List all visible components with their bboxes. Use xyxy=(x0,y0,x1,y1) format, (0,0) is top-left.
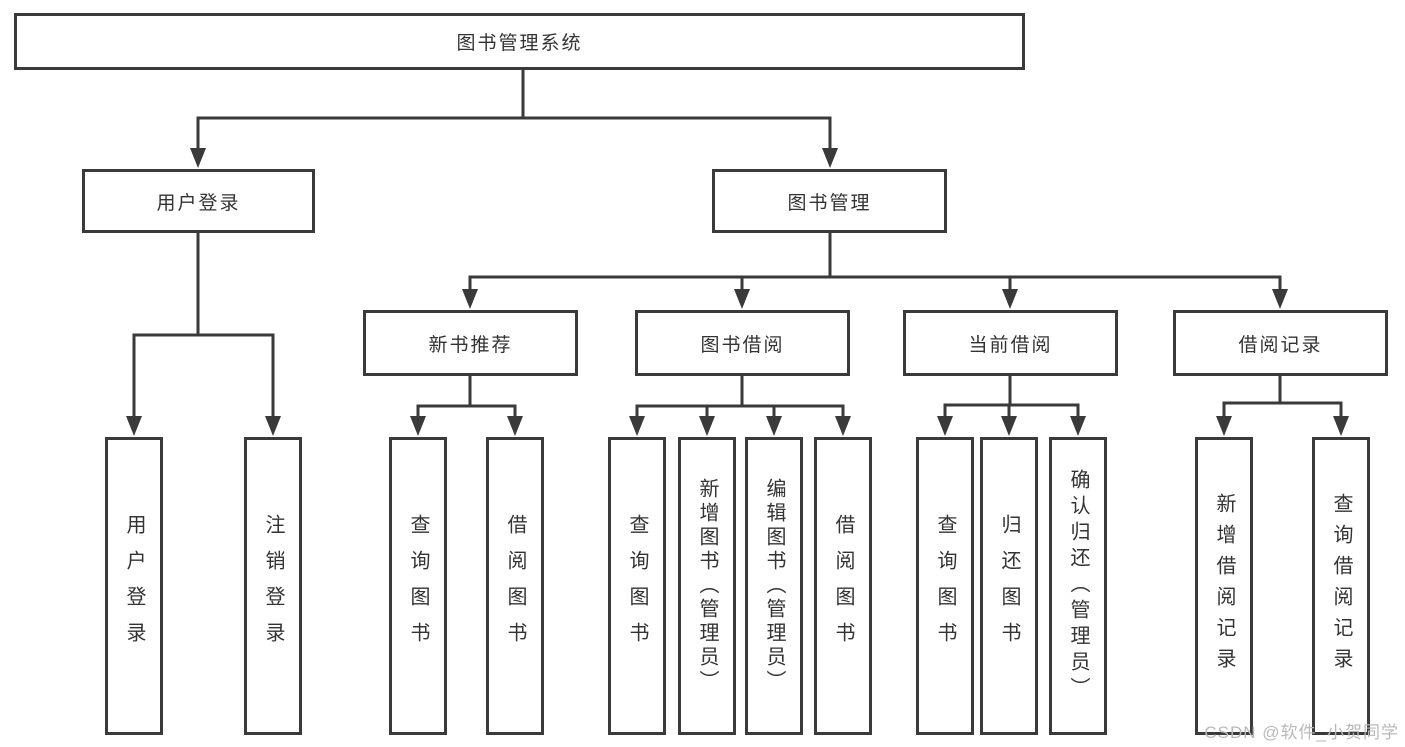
arrowhead xyxy=(265,416,281,436)
node-root-system: 图书管理系统 xyxy=(14,13,1025,70)
node-label: 归还图书 xyxy=(998,514,1020,658)
node-user-login-module: 用户登录 xyxy=(82,169,315,233)
node-label: 编辑图书（管理员） xyxy=(763,478,785,694)
node-label: 图书管理 xyxy=(787,192,872,214)
arrowhead xyxy=(699,416,715,436)
node-leaf-query-books-borrowing: 查询图书 xyxy=(608,437,666,735)
node-label: 查询图书 xyxy=(407,514,429,658)
arrowhead xyxy=(1070,416,1086,436)
node-label: 用户登录 xyxy=(123,514,145,658)
node-book-management-module: 图书管理 xyxy=(712,169,947,233)
csdn-watermark: CSDN @软件_小贺同学 xyxy=(1204,723,1399,742)
node-label: 新增借阅记录 xyxy=(1213,493,1235,679)
arrowhead xyxy=(835,416,851,436)
arrowhead xyxy=(190,148,206,168)
arrowhead xyxy=(507,416,523,436)
node-leaf-query-books-recommend: 查询图书 xyxy=(389,437,447,735)
node-label: 借阅图书 xyxy=(832,514,854,658)
arrowhead xyxy=(462,289,478,309)
node-leaf-add-borrow-record: 新增借阅记录 xyxy=(1195,437,1253,735)
arrowhead xyxy=(410,416,426,436)
node-label: 注销登录 xyxy=(262,514,284,658)
node-leaf-logout: 注销登录 xyxy=(244,437,302,735)
node-label: 确认归还（管理员） xyxy=(1067,469,1089,703)
node-leaf-borrow-books: 借阅图书 xyxy=(814,437,872,735)
arrowhead xyxy=(1272,289,1288,309)
node-label: 查询图书 xyxy=(934,514,956,658)
node-leaf-edit-books-admin: 编辑图书（管理员） xyxy=(745,437,803,735)
node-label: 查询图书 xyxy=(626,514,648,658)
arrowhead xyxy=(629,416,645,436)
node-leaf-user-login: 用户登录 xyxy=(105,437,163,735)
node-leaf-query-books-current: 查询图书 xyxy=(916,437,974,735)
node-label: 借阅记录 xyxy=(1238,334,1323,356)
node-label: 当前借阅 xyxy=(968,334,1053,356)
node-label: 图书管理系统 xyxy=(456,33,583,54)
node-leaf-borrow-books-recommend: 借阅图书 xyxy=(486,437,544,735)
node-leaf-add-books-admin: 新增图书（管理员） xyxy=(678,437,736,735)
arrowhead xyxy=(1002,289,1018,309)
node-borrowing-records: 借阅记录 xyxy=(1173,310,1388,376)
node-leaf-return-books: 归还图书 xyxy=(980,437,1038,735)
node-label: 借阅图书 xyxy=(504,514,526,658)
arrowhead xyxy=(937,416,953,436)
node-current-borrowing: 当前借阅 xyxy=(903,310,1118,376)
arrowhead xyxy=(822,148,838,168)
arrowhead xyxy=(734,289,750,309)
node-leaf-query-borrow-record: 查询借阅记录 xyxy=(1312,437,1370,735)
node-label: 查询借阅记录 xyxy=(1330,493,1352,679)
node-label: 图书借阅 xyxy=(700,334,785,356)
arrowhead xyxy=(1001,416,1017,436)
node-book-borrowing: 图书借阅 xyxy=(635,310,850,376)
node-leaf-confirm-return-admin: 确认归还（管理员） xyxy=(1049,437,1107,735)
arrowhead xyxy=(766,416,782,436)
arrowhead xyxy=(1216,416,1232,436)
node-label: 新增图书（管理员） xyxy=(696,478,718,694)
node-label: 新书推荐 xyxy=(428,334,513,356)
arrowhead xyxy=(126,416,142,436)
arrowhead xyxy=(1333,416,1349,436)
node-label: 用户登录 xyxy=(156,192,241,214)
node-new-book-recommend: 新书推荐 xyxy=(363,310,578,376)
